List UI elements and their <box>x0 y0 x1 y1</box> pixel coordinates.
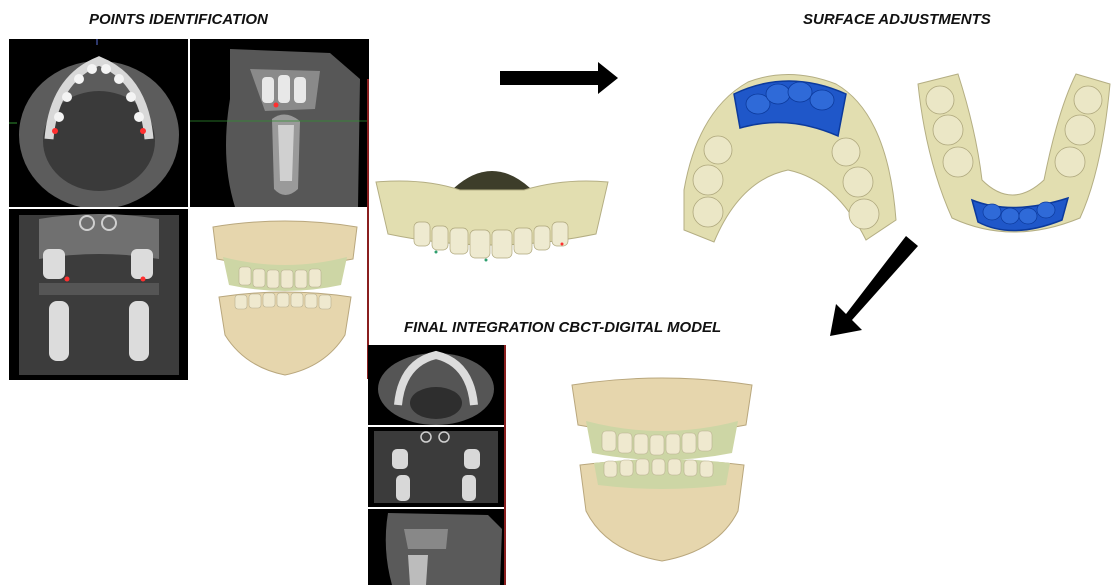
cbct-viewer-grid <box>9 39 369 380</box>
down-left-arrow-icon <box>826 236 918 338</box>
heading-points-identification: POINTS IDENTIFICATION <box>89 11 268 28</box>
upper-arch-surface <box>678 70 900 250</box>
final-integrated-model <box>568 375 756 565</box>
lower-arch-surface <box>912 70 1114 242</box>
final-cbct-stack <box>368 345 506 585</box>
upper-dental-scan <box>374 160 610 265</box>
right-arrow-icon <box>500 62 618 94</box>
ct-sagittal-view <box>190 39 369 207</box>
3d-jaw-model-grid <box>205 217 365 377</box>
final-ct-coronal <box>368 427 504 507</box>
panel-separator <box>367 79 369 379</box>
heading-final-integration: FINAL INTEGRATION CBCT-DIGITAL MODEL <box>404 319 721 336</box>
final-panel-separator <box>504 345 506 585</box>
final-ct-axial <box>368 345 504 425</box>
ct-axial-view <box>9 39 188 207</box>
final-ct-sagittal <box>368 509 504 585</box>
heading-surface-adjustments: SURFACE ADJUSTMENTS <box>803 11 991 28</box>
ct-coronal-view <box>9 209 188 380</box>
